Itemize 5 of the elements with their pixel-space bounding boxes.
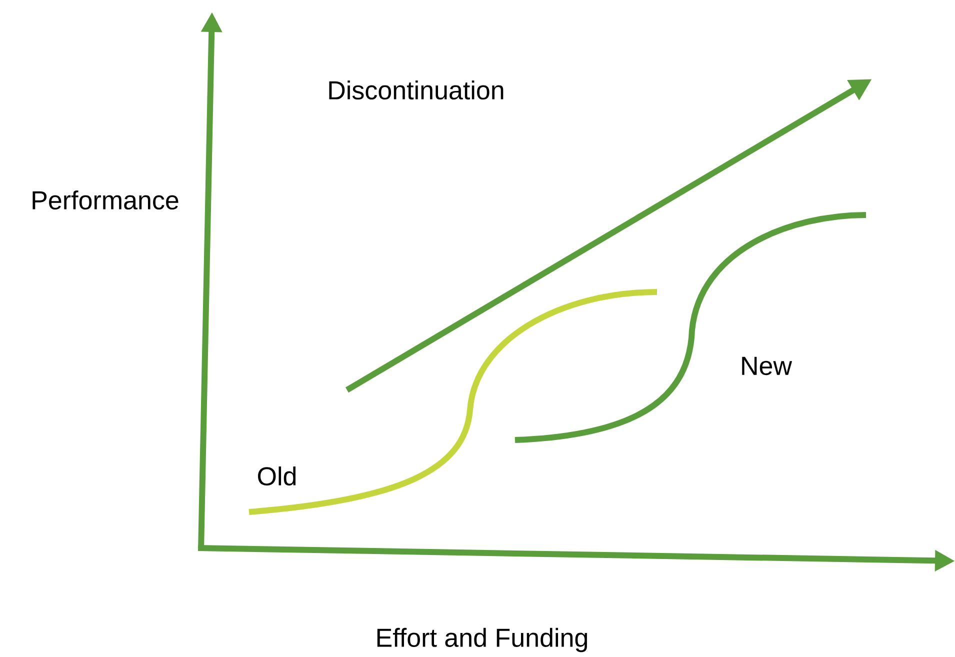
axis-label: Performance	[32, 190, 178, 210]
chart-title: Discontinuation	[329, 80, 504, 100]
curve-label: Old	[258, 466, 296, 486]
curve-label: New	[742, 356, 792, 376]
axis-label: Effort and Funding	[377, 628, 588, 652]
